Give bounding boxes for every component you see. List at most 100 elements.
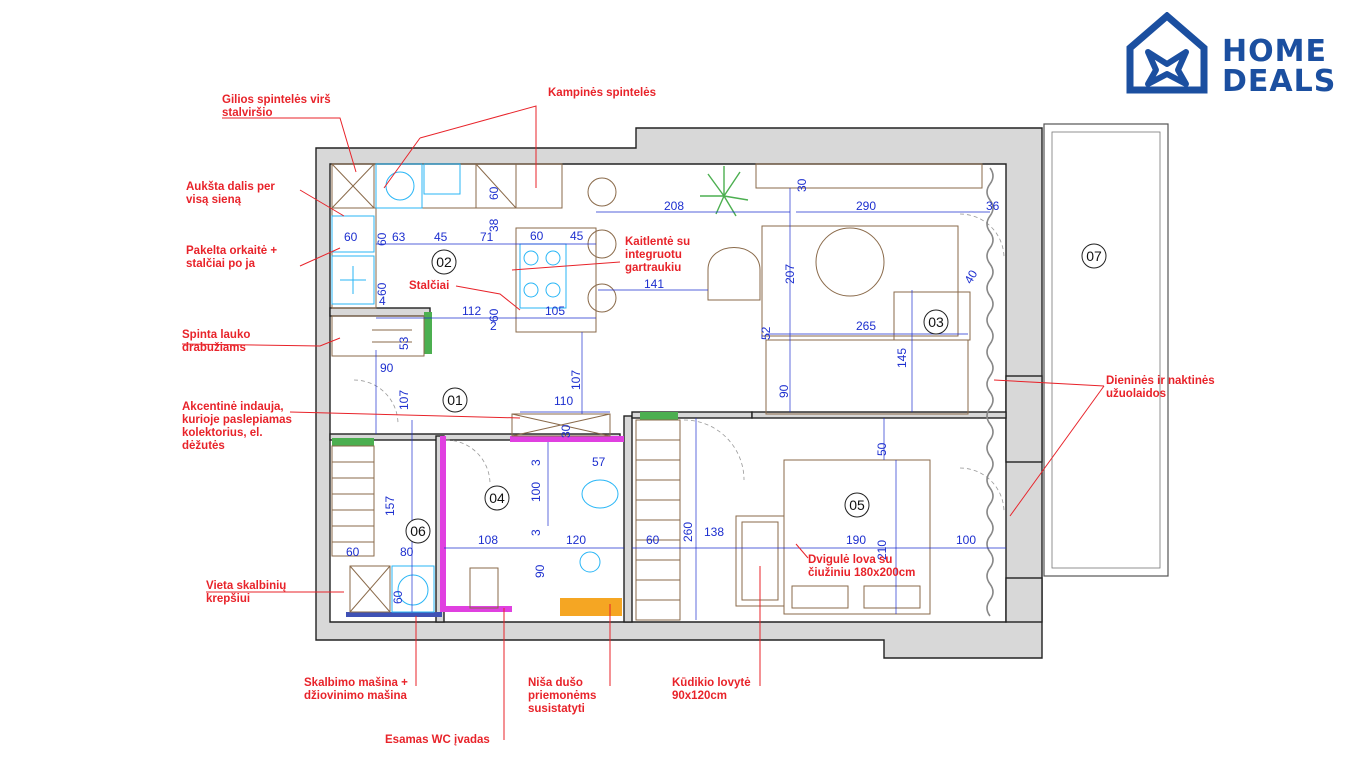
interior-wall-upper-left <box>329 307 431 317</box>
corner-cabinet <box>475 163 517 209</box>
accent-cabinet <box>511 413 611 437</box>
annotation-lova: Dvigulė lova su čiužiniu 180x200cm <box>808 554 916 579</box>
dim-label: 105 <box>545 304 565 318</box>
fridge-cabinet <box>331 215 375 253</box>
logo-text-deals: DEALS <box>1222 64 1337 99</box>
pillow-1 <box>791 585 849 609</box>
kitchen-left-run <box>331 207 377 309</box>
annotation-spinta: Spinta lauko drabužiams <box>182 329 251 354</box>
pillar-right <box>1005 375 1043 463</box>
bathroom-sink <box>581 479 619 509</box>
dim-label: 138 <box>704 525 724 539</box>
bar-stool-3 <box>587 283 617 313</box>
annotation-indauja: Akcentinė indauja, kurioje paslepiamas k… <box>182 401 292 452</box>
annotation-skalbimo: Skalbimo mašina + džiovinimo mašina <box>304 677 408 702</box>
dim-label: 4 <box>379 294 386 308</box>
room-07: 07 <box>1086 248 1102 264</box>
annotation-wc: Esamas WC įvadas <box>385 734 490 746</box>
interior-wall-bedroom-top-right <box>751 411 1007 419</box>
cooktop <box>519 243 567 309</box>
bar-stool-1 <box>587 177 617 207</box>
dim-label: 260 <box>681 522 695 542</box>
annotation-nisa: Niša dušo priemonėms susistatyti <box>528 677 597 715</box>
dim-label: 107 <box>569 370 583 390</box>
dim-label: 145 <box>895 348 909 368</box>
dim-label: 210 <box>875 540 889 560</box>
balcony <box>1043 123 1169 577</box>
sink-cabinet <box>375 163 423 209</box>
dining-zone <box>761 225 959 337</box>
dimension-lines <box>375 188 1006 620</box>
dim-label: 107 <box>397 390 411 410</box>
closet-shelves <box>331 445 375 557</box>
dim-label: 40 <box>961 267 980 286</box>
dim-label: 63 <box>392 230 406 244</box>
dim-label: 45 <box>434 230 448 244</box>
room-05: 05 <box>849 497 865 513</box>
dim-label: 80 <box>400 545 414 559</box>
green-finish-bedroom <box>640 412 678 420</box>
coffee-table <box>815 227 885 297</box>
dim-label: 290 <box>856 199 876 213</box>
dim-label: 3 <box>529 529 543 536</box>
dim-label: 36 <box>986 199 1000 213</box>
dimension-labels: 60 63 45 71 38 60 60 45 4 60 60 112 105 … <box>344 178 1000 604</box>
washing-machine <box>391 565 435 613</box>
room-06: 06 <box>410 523 426 539</box>
dim-label: 71 <box>480 230 494 244</box>
walls <box>315 127 1043 659</box>
annotation-stalciai: Stalčiai <box>409 280 450 292</box>
room-02: 02 <box>436 254 452 270</box>
door-swings <box>353 213 1005 513</box>
room-03: 03 <box>928 314 944 330</box>
dim-label: 60 <box>487 186 501 200</box>
dim-label: 90 <box>380 361 394 375</box>
toilet <box>469 567 499 609</box>
dim-label: 90 <box>533 564 547 578</box>
dim-label: 141 <box>644 277 664 291</box>
annotation-auksta: Aukšta dalis per visą sieną <box>186 181 275 206</box>
dim-label: 120 <box>566 533 586 547</box>
dim-label: 90 <box>777 384 791 398</box>
magenta-finish-top <box>510 436 624 442</box>
dim-label: 2 <box>490 319 497 333</box>
armchair <box>707 247 761 301</box>
dim-label: 30 <box>559 424 573 438</box>
room-labels: 01 02 03 04 05 06 07 <box>405 243 1107 544</box>
dim-label: 60 <box>344 230 358 244</box>
room-01: 01 <box>447 392 463 408</box>
green-finish-wardrobe <box>424 312 432 354</box>
dim-label: 112 <box>462 304 481 318</box>
dim-label: 60 <box>375 232 389 246</box>
dim-label: 100 <box>956 533 976 547</box>
dim-label: 60 <box>346 545 360 559</box>
furniture <box>331 163 983 621</box>
annotation-gilios: Gilios spintelės virš stalviršio <box>222 94 331 119</box>
shower-niche <box>560 598 622 616</box>
home-deals-logo-icon <box>1126 12 1208 94</box>
laundry-basket-spot <box>349 565 391 613</box>
oven-cabinet <box>331 255 375 305</box>
dishwasher <box>423 163 461 195</box>
green-finish-hall <box>332 438 374 446</box>
plant-icon <box>700 166 749 217</box>
kitchen-upper-run <box>331 163 563 209</box>
kitchen-island <box>515 227 597 333</box>
dim-label: 3 <box>529 459 543 466</box>
curtains <box>986 167 994 617</box>
annotation-pakelta: Pakelta orkaitė + stalčiai po ja <box>186 245 278 270</box>
annotation-kampines: Kampinės spintelės <box>548 87 657 99</box>
dim-label: 57 <box>592 455 606 469</box>
dim-label: 110 <box>554 394 573 408</box>
shower-head <box>579 551 601 573</box>
annotation-krepsys: Vieta skalbinių krepšiui <box>206 580 287 605</box>
dim-label: 50 <box>875 442 889 456</box>
dim-label: 60 <box>646 533 660 547</box>
interior-wall-bath-right <box>623 415 633 623</box>
dim-label: 100 <box>529 482 543 502</box>
dim-label: 53 <box>397 336 411 350</box>
dim-label: 30 <box>795 178 809 192</box>
logo-text-home: HOME <box>1222 34 1327 69</box>
dim-label: 60 <box>530 229 544 243</box>
